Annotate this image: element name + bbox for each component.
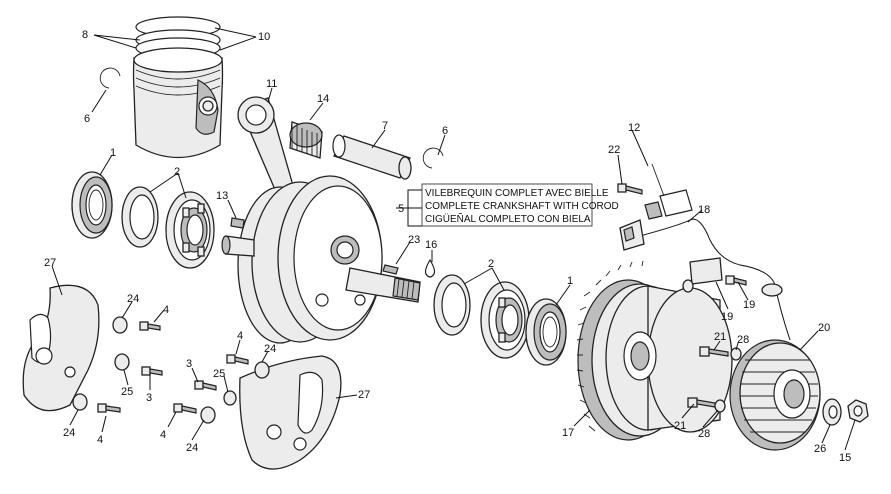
circlip-right bbox=[422, 147, 444, 169]
callout-23: 23 bbox=[408, 234, 420, 246]
crankcase-half-left bbox=[22, 284, 100, 412]
bolt-21-upper bbox=[699, 346, 729, 357]
callout-26: 26 bbox=[814, 443, 826, 455]
crankcase-half-right bbox=[239, 355, 342, 470]
callout-16: 16 bbox=[425, 239, 437, 251]
washer-26 bbox=[822, 398, 842, 426]
oil-seal-right bbox=[525, 298, 567, 366]
stator bbox=[729, 339, 821, 451]
bearing-right bbox=[433, 274, 530, 359]
callout-12: 12 bbox=[628, 122, 640, 134]
screw-19-right bbox=[725, 275, 747, 286]
callout-27-left: 27 bbox=[44, 257, 56, 269]
callout-6-left: 6 bbox=[84, 113, 90, 125]
callout-7: 7 bbox=[382, 120, 388, 132]
callout-25-a: 25 bbox=[121, 386, 133, 398]
flywheel-rotor bbox=[576, 260, 733, 441]
callout-22: 22 bbox=[608, 144, 620, 156]
callout-24-a: 24 bbox=[127, 293, 139, 305]
oil-seal-left bbox=[71, 171, 113, 239]
callout-18: 18 bbox=[698, 204, 710, 216]
callout-25-b: 25 bbox=[213, 368, 225, 380]
callout-13: 13 bbox=[216, 190, 228, 202]
nut-15 bbox=[847, 399, 869, 423]
desc-line-en: COMPLETE CRANKSHAFT WITH COROD bbox=[425, 201, 619, 212]
callout-20: 20 bbox=[818, 322, 830, 334]
callout-4-c: 4 bbox=[237, 330, 243, 342]
washer-19-left bbox=[682, 279, 694, 293]
needle-bearing bbox=[289, 121, 323, 159]
washer-28-lower bbox=[714, 399, 726, 413]
callout-4-b: 4 bbox=[97, 434, 103, 446]
callout-27-right: 27 bbox=[358, 389, 370, 401]
callout-1-left: 1 bbox=[110, 147, 116, 159]
bolt-22 bbox=[617, 183, 643, 195]
wiring-harness bbox=[619, 163, 791, 341]
description-box: VILEBREQUIN COMPLET AVEC BIELLE COMPLETE… bbox=[421, 183, 619, 227]
callout-24-c: 24 bbox=[264, 343, 276, 355]
callout-4-a: 4 bbox=[163, 304, 169, 316]
callout-6-right: 6 bbox=[442, 125, 448, 137]
callout-10: 10 bbox=[258, 31, 270, 43]
callout-2-left: 2 bbox=[174, 166, 180, 178]
callout-11: 11 bbox=[266, 78, 277, 90]
crankshaft bbox=[221, 96, 421, 344]
callout-labels: 8 10 6 1 2 11 14 7 6 13 5 23 16 2 1 12 2… bbox=[44, 29, 851, 464]
callout-19-left: 19 bbox=[721, 311, 733, 323]
callout-24-d: 24 bbox=[186, 442, 198, 454]
callout-1-right: 1 bbox=[567, 275, 573, 287]
oil-drop bbox=[424, 258, 436, 278]
desc-line-es: CIGÜEÑAL COMPLETO CON BIELA bbox=[425, 212, 591, 225]
leader-lines bbox=[51, 27, 856, 451]
circlip-left bbox=[99, 67, 121, 89]
callout-28-upper: 28 bbox=[737, 334, 749, 346]
callout-3-b: 3 bbox=[186, 358, 192, 370]
callout-21-upper: 21 bbox=[714, 331, 726, 343]
callout-15: 15 bbox=[839, 452, 851, 464]
callout-5: 5 bbox=[398, 203, 404, 215]
bearing-left bbox=[121, 186, 215, 269]
washer-28-upper bbox=[730, 347, 742, 361]
bolt-group-left bbox=[72, 316, 163, 413]
callout-21-lower: 21 bbox=[674, 420, 686, 432]
callout-17: 17 bbox=[562, 427, 574, 439]
desc-line-fr: VILEBREQUIN COMPLET AVEC BIELLE bbox=[425, 188, 609, 199]
callout-2-right: 2 bbox=[488, 258, 494, 270]
piston bbox=[132, 16, 224, 159]
callout-8: 8 bbox=[82, 29, 88, 41]
wrist-pin bbox=[332, 134, 412, 180]
callout-24-b: 24 bbox=[63, 427, 75, 439]
callout-3-a: 3 bbox=[146, 392, 152, 404]
callout-14: 14 bbox=[317, 93, 329, 105]
callout-19-right: 19 bbox=[743, 299, 755, 311]
callout-28-lower: 28 bbox=[698, 428, 710, 440]
callout-4-d: 4 bbox=[160, 429, 166, 441]
